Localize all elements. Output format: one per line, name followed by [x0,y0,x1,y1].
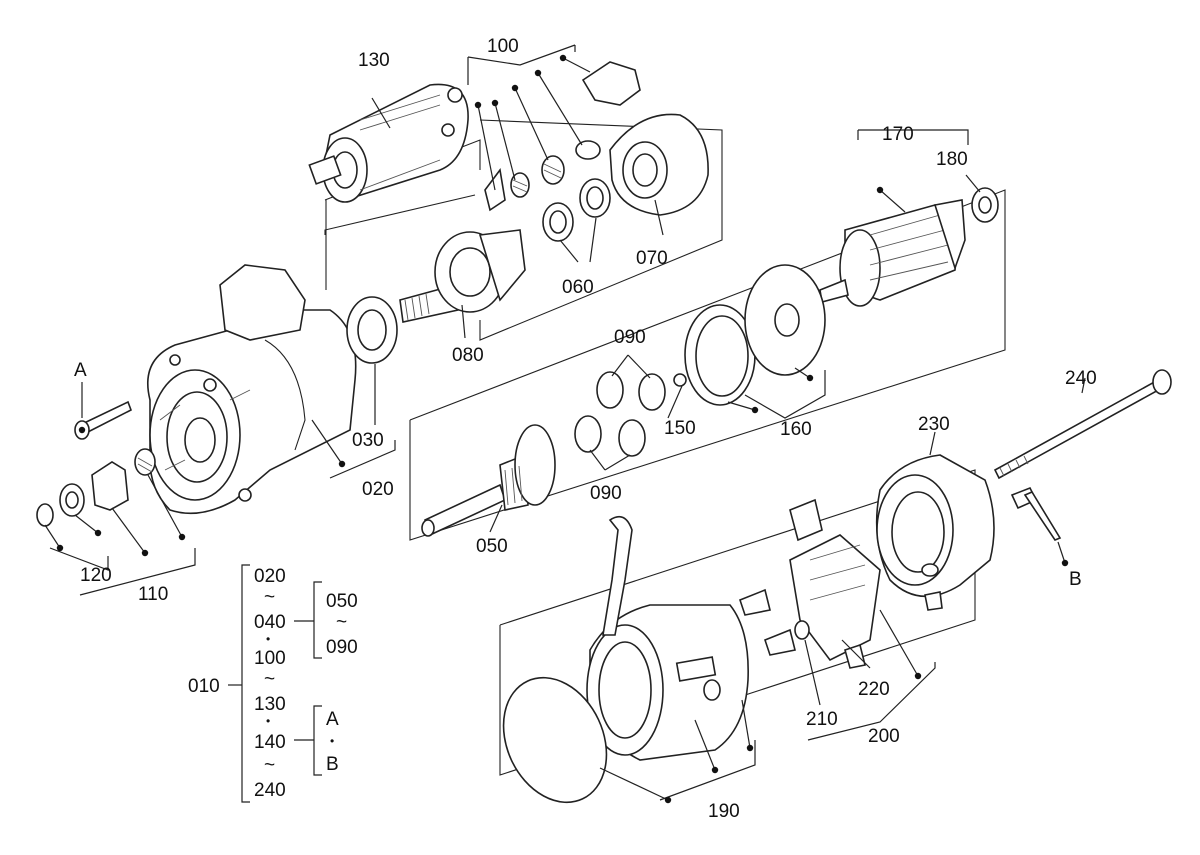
drive-housing-part [146,264,357,515]
label-240-top: 240 [1065,368,1097,389]
legend-item: 100 [254,648,286,669]
label-020: 020 [362,479,394,500]
legend-sub1-item: 090 [326,637,358,658]
label-130: 130 [358,50,390,71]
label-050: 050 [476,536,508,557]
yoke-190-part [586,515,796,761]
legend-item: 020 [254,566,286,587]
label-070: 070 [636,248,668,269]
shaft-050-part [421,424,556,537]
ring-160-part [673,264,826,406]
brush-holder-200-part [789,498,881,669]
planetary-gears-090 [574,371,666,457]
part-labels: 130 100 170 180 070 060 080 090 150 160 … [74,36,1097,822]
label-180: 180 [936,149,968,170]
label-220: 220 [858,679,890,700]
legend-item: 240 [254,780,286,801]
label-ref-a: A [74,360,87,381]
solenoid-part [308,83,469,203]
pinion-parts [36,448,156,527]
bearing-030-part [346,296,398,364]
legend-tilde: ~ [264,669,275,690]
label-160: 160 [780,419,812,440]
label-200: 200 [868,726,900,747]
label-150: 150 [664,418,696,439]
bolt-a-part [74,400,132,440]
label-060: 060 [562,277,594,298]
legend-item: 130 [254,694,286,715]
rear-cover-230-part [875,454,1038,611]
shaft-080-part [399,168,526,323]
legend-bullet: • [330,734,334,748]
label-170: 170 [882,124,914,145]
legend-root: 010 [188,676,220,697]
legend-sub1-item: 050 [326,591,358,612]
legend-item: 040 [254,612,286,633]
legend-sub2-item: A [326,709,339,730]
legend-tilde: ~ [336,612,347,633]
label-110: 110 [138,584,168,605]
label-090-bottom: 090 [590,483,622,504]
label-100: 100 [487,36,519,57]
bolt-b-part [1023,490,1062,541]
plate-070-part [609,113,709,216]
through-bolt-240-part [993,369,1172,480]
legend-bullet: • [266,632,270,646]
armature-170-part [819,187,999,307]
legend-tilde: ~ [264,755,275,776]
o-ring-part [502,676,608,804]
label-210: 210 [806,709,838,730]
label-090-top: 090 [614,327,646,348]
spring-washer-parts [510,61,641,242]
assembly-legend: 010 020 ~ 040 • 100 ~ 130 • 140 ~ 240 05… [188,564,358,803]
label-ref-b: B [1069,569,1082,590]
label-230: 230 [918,414,950,435]
label-120: 120 [80,565,112,586]
leader-dots [56,54,1069,804]
legend-bullet: • [266,714,270,728]
leader-lines [44,44,1086,801]
label-190: 190 [708,801,740,822]
legend-item: 140 [254,732,286,753]
legend-sub2-item: B [326,754,339,775]
label-030: 030 [352,430,384,451]
legend-tilde: ~ [264,587,275,608]
label-080: 080 [452,345,484,366]
